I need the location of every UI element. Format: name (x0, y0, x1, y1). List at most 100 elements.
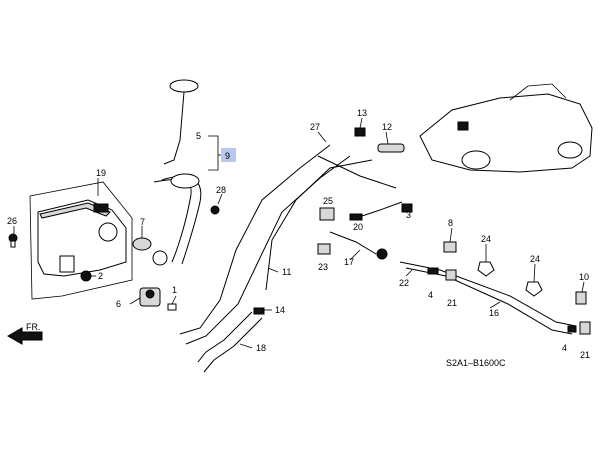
front-arrow: FR. (6, 322, 43, 345)
joint-4a[interactable] (427, 267, 439, 275)
leader-lines (13, 117, 585, 349)
leader-1 (171, 295, 177, 305)
fittings-group (253, 127, 591, 335)
callout-8[interactable]: 8 (448, 218, 453, 228)
car-washer-location (457, 121, 469, 131)
hose-18[interactable] (197, 311, 253, 363)
check-valve-21b[interactable] (579, 321, 591, 335)
seal-1[interactable] (167, 303, 177, 311)
callout-4a[interactable]: 4 (428, 290, 433, 300)
hose-16-edge (405, 267, 573, 335)
callout-3[interactable]: 3 (406, 210, 411, 220)
leader-18 (239, 343, 253, 349)
leader-13 (359, 117, 363, 129)
hose-18-edge (203, 317, 263, 373)
reservoir-clip (93, 203, 109, 213)
hose-11[interactable] (265, 159, 373, 291)
callout-4b[interactable]: 4 (562, 343, 567, 353)
bolt-28[interactable] (210, 205, 220, 215)
callout-21b[interactable]: 21 (580, 350, 590, 360)
fill-neck-hose[interactable] (153, 179, 192, 263)
clip-23[interactable] (317, 243, 331, 255)
callout-20[interactable]: 20 (353, 222, 363, 232)
grommet-26-stem (10, 240, 16, 248)
callout-14[interactable]: 14 (275, 305, 285, 315)
hose-group (179, 144, 577, 373)
nozzle-12[interactable] (377, 143, 405, 153)
front-arrow-shape (6, 327, 43, 345)
car-illustration (419, 83, 593, 173)
callout-10[interactable]: 10 (579, 272, 589, 282)
pump-grommet[interactable] (152, 250, 168, 266)
callout-18[interactable]: 18 (256, 343, 266, 353)
callout-24a[interactable]: 24 (481, 234, 491, 244)
hose-top[interactable] (317, 155, 397, 189)
fill-neck-hose-edge (161, 175, 202, 265)
reservoir-fill-neck (98, 222, 118, 242)
callouts: 9 5 19 28 26 7 2 6 1 27 13 12 3 25 20 11… (7, 108, 590, 360)
callout-2[interactable]: 2 (98, 271, 103, 281)
pump-seal[interactable] (132, 237, 152, 251)
leader-24b (533, 263, 536, 283)
callout-6[interactable]: 6 (116, 299, 121, 309)
car-body (419, 93, 593, 173)
callout-11[interactable]: 11 (282, 267, 291, 277)
leader-12 (385, 131, 389, 145)
callout-13[interactable]: 13 (357, 108, 367, 118)
clip-25[interactable] (319, 207, 335, 221)
reservoir-group (8, 79, 220, 311)
car-windshield (509, 83, 567, 101)
reservoir-cap[interactable] (169, 79, 199, 93)
callout-25[interactable]: 25 (323, 196, 333, 206)
reservoir-group-frame (29, 181, 133, 300)
diagram-code: S2A1–B1600C (446, 358, 506, 368)
joint-20[interactable] (349, 213, 363, 221)
nozzle-10[interactable] (575, 291, 587, 305)
fill-neck-opening (170, 173, 200, 189)
callout-16[interactable]: 16 (489, 308, 499, 318)
leader-28 (217, 193, 223, 205)
car-front-wheel (461, 150, 491, 170)
leader-8 (449, 227, 453, 243)
leader-17 (349, 249, 361, 261)
reservoir-top-ridge (39, 202, 111, 219)
check-valve-21a[interactable] (445, 269, 457, 281)
joint-15[interactable] (376, 248, 388, 260)
callout-23[interactable]: 23 (318, 262, 328, 272)
clip-24a[interactable] (477, 261, 495, 277)
clip-13[interactable] (354, 127, 366, 137)
callout-5[interactable]: 5 (196, 131, 201, 141)
washer-motor-nut[interactable] (80, 270, 92, 282)
callout-26[interactable]: 26 (7, 216, 17, 226)
callout-1[interactable]: 1 (172, 285, 177, 295)
bracket-5-9 (208, 135, 219, 171)
hose-27-outer[interactable] (179, 144, 331, 335)
callout-9[interactable]: 9 (225, 151, 230, 161)
joint-4b[interactable] (567, 325, 577, 333)
car-rear-wheel (557, 141, 583, 159)
leader-10 (581, 281, 585, 293)
hose-16[interactable] (399, 261, 577, 327)
callout-28[interactable]: 28 (216, 185, 226, 195)
callout-19[interactable]: 19 (96, 168, 106, 178)
level-gauge-stick[interactable] (163, 91, 185, 165)
callout-24b[interactable]: 24 (530, 254, 540, 264)
clip-24b[interactable] (525, 281, 543, 297)
callout-12[interactable]: 12 (382, 122, 392, 132)
callout-17[interactable]: 17 (344, 257, 354, 267)
leader-16 (489, 301, 501, 309)
leader-22 (405, 269, 413, 277)
joint-3[interactable] (401, 203, 413, 213)
leader-11 (267, 267, 279, 273)
callout-22[interactable]: 22 (399, 278, 409, 288)
callout-7[interactable]: 7 (140, 217, 145, 227)
hose-17[interactable] (329, 231, 377, 255)
highlight-box-9 (221, 148, 236, 162)
clip-8[interactable] (443, 241, 457, 253)
callout-27[interactable]: 27 (310, 122, 320, 132)
callout-21a[interactable]: 21 (447, 298, 457, 308)
reservoir-bracket (59, 255, 75, 273)
washer-pump-inlet (145, 289, 155, 299)
joint-14[interactable] (253, 307, 265, 315)
